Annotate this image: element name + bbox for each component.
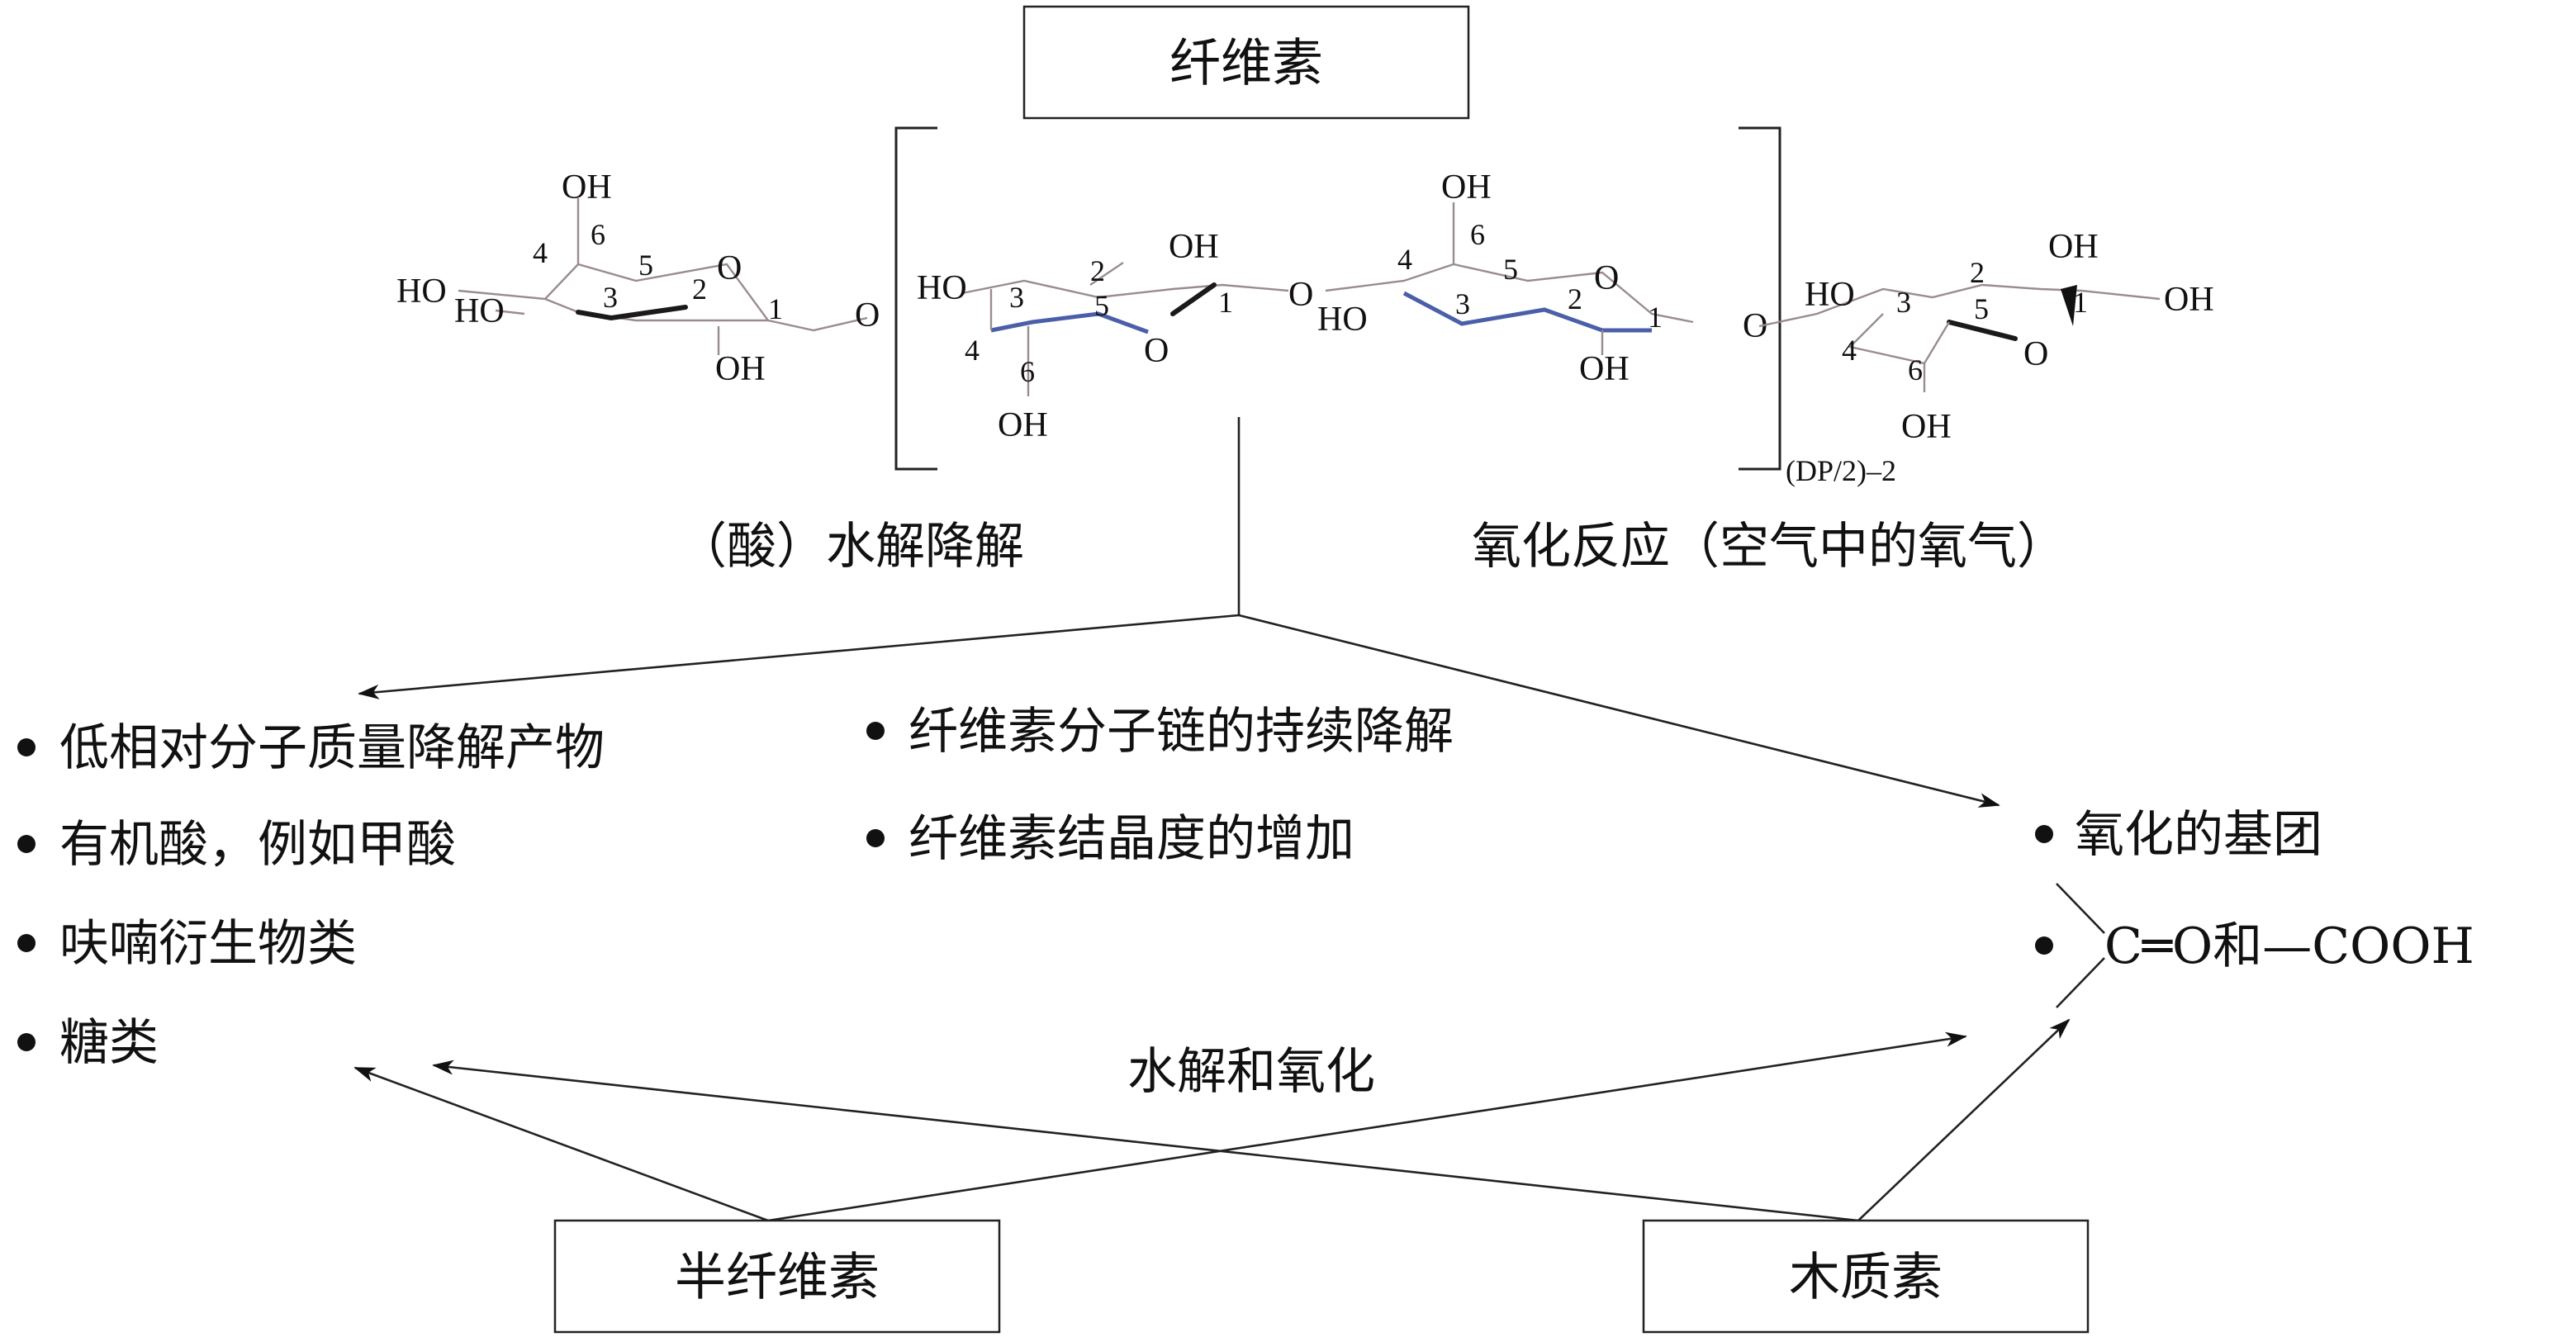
svg-text:HO: HO: [454, 292, 505, 330]
bullet: [17, 835, 36, 853]
svg-text:1: 1: [768, 292, 783, 325]
svg-text:2: 2: [1090, 254, 1105, 287]
svg-text:5: 5: [638, 249, 653, 282]
svg-text:4: 4: [965, 334, 980, 367]
oxidation-caption: 氧化反应（空气中的氧气）: [1472, 518, 2066, 576]
svg-text:4: 4: [1842, 334, 1857, 367]
cellulose-box-label: 纤维素: [1169, 33, 1323, 93]
svg-text:6: 6: [1908, 353, 1923, 386]
lignin-box: 木质素: [1642, 1219, 2090, 1334]
svg-text:1: 1: [2073, 286, 2088, 319]
svg-text:O: O: [2023, 335, 2048, 373]
left-product-item: 低相对分子质量降解产物: [59, 719, 605, 777]
bullet: [2035, 936, 2053, 955]
svg-text:2: 2: [1970, 256, 1985, 289]
svg-text:6: 6: [591, 218, 605, 251]
cross-arrows: [353, 1018, 2071, 1222]
svg-text:OH: OH: [2164, 281, 2214, 319]
svg-text:2: 2: [1568, 282, 1582, 315]
svg-text:3: 3: [603, 281, 618, 314]
middle-effect-item: 纤维素分子链的持续降解: [908, 703, 1454, 761]
carbonyl-bonds: [2056, 883, 2105, 1008]
svg-text:OH: OH: [1441, 168, 1492, 206]
repeat-subscript: (DP/2)–2: [1786, 454, 1896, 487]
right-product-item: C═O和—COOH: [2104, 917, 2474, 975]
bullet: [866, 829, 885, 847]
glucose-ring-3: OH HO O OH O 6 4 5 3 2 1: [1317, 168, 1767, 388]
left-product-item: 呋喃衍生物类: [59, 915, 357, 973]
svg-text:OH: OH: [715, 350, 766, 388]
svg-text:O: O: [1743, 307, 1767, 345]
bullet: [17, 1033, 36, 1051]
svg-text:5: 5: [1503, 253, 1518, 286]
glucose-ring-2: HO OH O OH O 3 2 5 1 4 6: [917, 228, 1313, 444]
svg-text:6: 6: [1020, 355, 1035, 388]
left-product-list: 低相对分子质量降解产物 有机酸，例如甲酸 呋喃衍生物类 糖类: [17, 719, 605, 1072]
svg-text:O: O: [1144, 332, 1169, 370]
svg-text:HO: HO: [1805, 276, 1855, 314]
hemicellulose-box-label: 半纤维素: [675, 1247, 880, 1307]
svg-text:HO: HO: [917, 269, 967, 307]
svg-text:HO: HO: [396, 273, 447, 311]
svg-text:5: 5: [1974, 292, 1989, 325]
repeat-bracket-right: [1739, 126, 1781, 471]
left-product-item: 糖类: [59, 1014, 159, 1072]
degradation-fork: [358, 417, 2000, 808]
svg-text:3: 3: [1455, 287, 1470, 320]
svg-text:HO: HO: [1317, 301, 1368, 339]
glucose-ring-4: HO OH OH O OH 3 2 5 1 4 6: [1758, 228, 2214, 446]
svg-text:O: O: [855, 296, 880, 334]
svg-text:O: O: [717, 249, 742, 287]
svg-text:4: 4: [533, 236, 548, 269]
svg-text:O: O: [1288, 276, 1313, 314]
hydrolysis-caption: （酸）水解降解: [677, 518, 1024, 576]
svg-text:OH: OH: [1579, 350, 1630, 388]
middle-effect-item: 纤维素结晶度的增加: [908, 810, 1354, 868]
lignin-box-label: 木质素: [1789, 1247, 1943, 1307]
svg-text:1: 1: [1648, 301, 1663, 334]
glucose-ring-1: OH HO HO O OH O 6 4 5 3 2 1: [396, 168, 880, 388]
cross-label: 水解和氧化: [1127, 1043, 1375, 1101]
hemicellulose-box: 半纤维素: [553, 1219, 1001, 1334]
svg-text:2: 2: [692, 273, 707, 306]
bullet: [17, 738, 36, 756]
svg-text:OH: OH: [562, 168, 612, 206]
cellulose-structure: (DP/2)–2 OH HO HO O OH O 6 4 5 3 2 1: [396, 126, 2214, 487]
svg-text:OH: OH: [1169, 228, 1219, 266]
right-product-item: 氧化的基团: [2075, 806, 2322, 864]
svg-text:1: 1: [1218, 286, 1233, 319]
bullet: [17, 934, 36, 952]
bullet: [2035, 825, 2053, 843]
bullet: [866, 722, 885, 740]
svg-text:3: 3: [1009, 281, 1024, 314]
svg-text:5: 5: [1094, 289, 1109, 322]
cellulose-box: 纤维素: [1022, 5, 1470, 120]
svg-text:OH: OH: [998, 406, 1048, 444]
left-product-item: 有机酸，例如甲酸: [59, 816, 456, 874]
right-product-list: 氧化的基团 C═O和—COOH: [2035, 806, 2474, 1008]
svg-text:OH: OH: [2048, 228, 2099, 266]
svg-text:4: 4: [1397, 243, 1412, 276]
svg-text:6: 6: [1470, 218, 1485, 251]
repeat-bracket-left: [894, 126, 937, 471]
svg-text:OH: OH: [1901, 408, 1952, 446]
middle-effect-list: 纤维素分子链的持续降解 纤维素结晶度的增加: [866, 703, 1454, 868]
svg-text:O: O: [1594, 259, 1619, 297]
svg-text:3: 3: [1896, 286, 1911, 319]
